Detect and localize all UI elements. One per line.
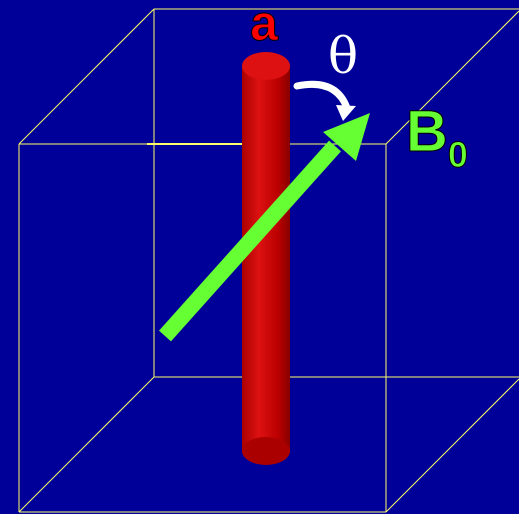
cube-front-face <box>18 10 519 513</box>
label-theta: θ <box>328 27 358 85</box>
label-a: a <box>250 0 279 51</box>
field-arrow <box>159 113 370 342</box>
label-b: B <box>406 99 448 164</box>
cube-back-face <box>18 8 519 513</box>
label-b-subscript: 0 <box>448 134 468 175</box>
cylinder-rod <box>242 52 290 465</box>
label-b0: B0 <box>406 99 468 175</box>
angle-arc-arrow <box>293 80 356 121</box>
